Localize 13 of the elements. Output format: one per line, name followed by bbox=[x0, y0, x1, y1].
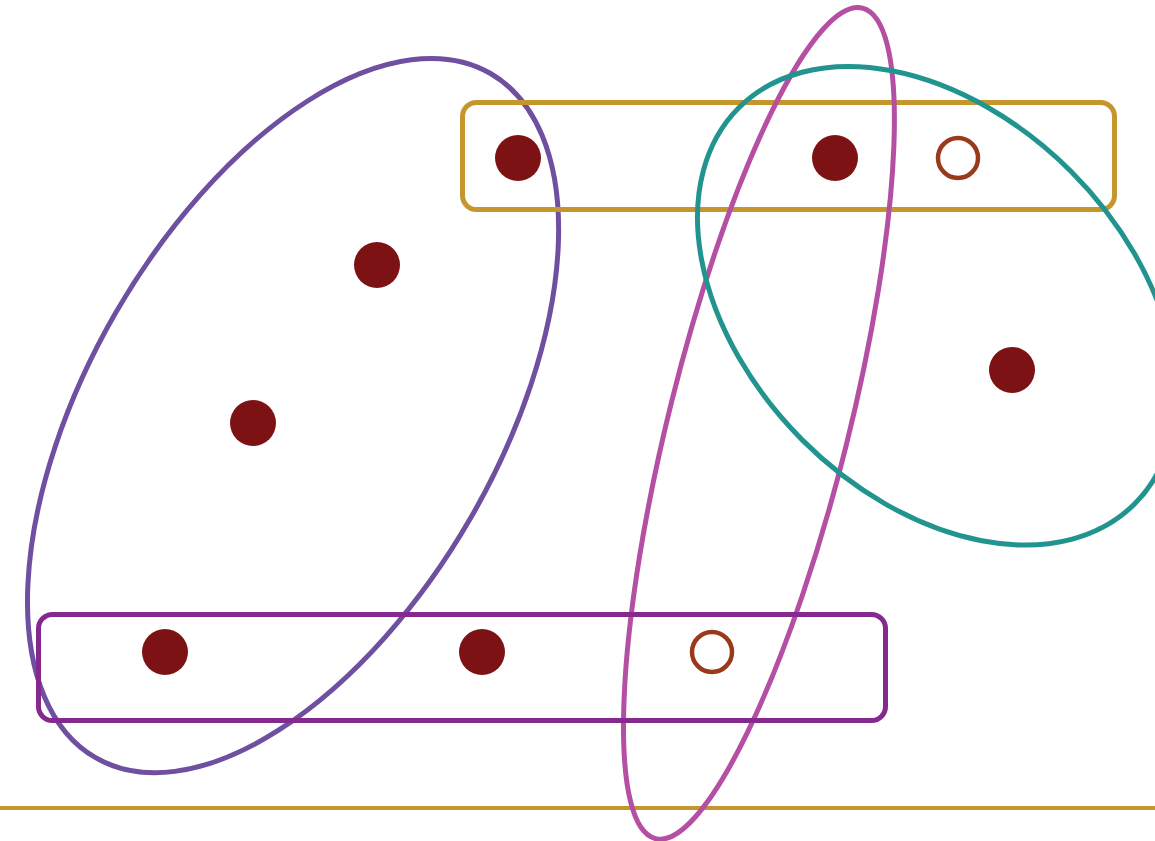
group-ellipse bbox=[24, 56, 562, 776]
hollow-circle bbox=[935, 135, 981, 181]
dot bbox=[458, 629, 505, 675]
group-box bbox=[35, 611, 888, 723]
group-box bbox=[459, 99, 1117, 212]
dot bbox=[142, 629, 188, 675]
hollow-circle bbox=[689, 629, 735, 675]
dot bbox=[495, 135, 541, 181]
dot bbox=[354, 242, 400, 288]
group-ellipse bbox=[621, 4, 897, 841]
dot bbox=[812, 135, 858, 181]
dot bbox=[989, 347, 1035, 393]
dot bbox=[230, 400, 276, 446]
